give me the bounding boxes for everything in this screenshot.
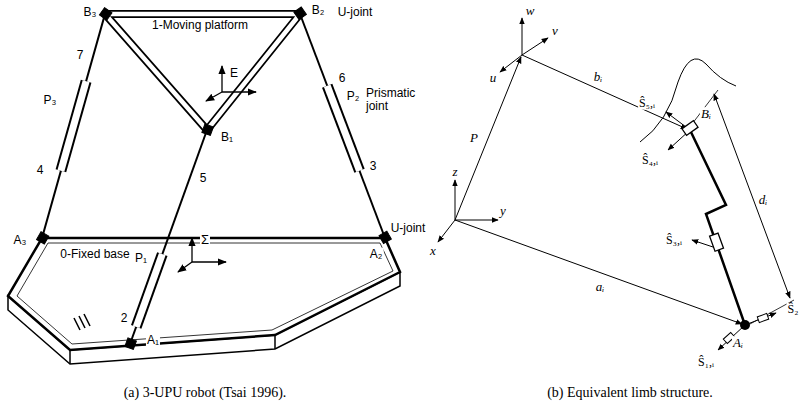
axis-label: Ŝ₁,ᵢ: [697, 356, 715, 369]
joint-label: B₁: [220, 131, 234, 144]
axis-label: v: [551, 24, 559, 38]
axis-label: Ŝ₂: [787, 303, 800, 316]
axis-label: y: [499, 204, 507, 218]
figure-caption: (b) Equivalent limb structure.: [546, 386, 714, 401]
callout-number: 4: [36, 164, 45, 177]
axis-label: w: [525, 4, 536, 18]
joint-label: P₂: [346, 90, 361, 103]
axis-label: Ŝ₅,ᵢ: [638, 97, 656, 110]
callout-number: 6: [338, 72, 347, 85]
joint-label: B₂: [311, 4, 326, 17]
axis-label: Ŝ₃,ᵢ: [665, 234, 683, 247]
frame-label: E: [229, 67, 239, 80]
axis-label: Ŝ₄,ᵢ: [641, 154, 659, 167]
frame-label: Σ: [200, 233, 210, 247]
figure-caption: (a) 3-UPU robot (Tsai 1996).: [123, 386, 288, 401]
axis-label: x: [429, 244, 437, 258]
joint-type-label: Prismatic joint: [365, 87, 423, 112]
joint-label: A₁: [146, 334, 160, 347]
joint-label: Aᵢ: [732, 336, 744, 350]
axis-label: z: [451, 165, 458, 179]
callout-number: 5: [199, 172, 208, 185]
joint-type-label: U-joint: [390, 222, 427, 235]
vector-label: P: [469, 131, 479, 145]
vector-label: bᵢ: [593, 70, 604, 84]
joint-label: Bᵢ: [700, 107, 712, 121]
part-label: 1-Moving platform: [151, 19, 249, 32]
callout-number: 2: [120, 312, 129, 325]
callout-number: 3: [369, 160, 378, 173]
joint-type-label: U-joint: [337, 6, 374, 19]
joint-label: A₂: [369, 248, 384, 261]
joint-label: B₃: [83, 6, 98, 19]
dimension-label: dᵢ: [758, 193, 769, 207]
axis-label: u: [489, 71, 498, 85]
vector-label: aᵢ: [595, 280, 606, 294]
part-label: 0-Fixed base: [59, 248, 130, 261]
joint-label: P₁: [134, 252, 148, 265]
joint-label: P₃: [43, 94, 58, 107]
callout-number: 7: [76, 49, 85, 62]
joint-label: A₃: [13, 234, 28, 247]
